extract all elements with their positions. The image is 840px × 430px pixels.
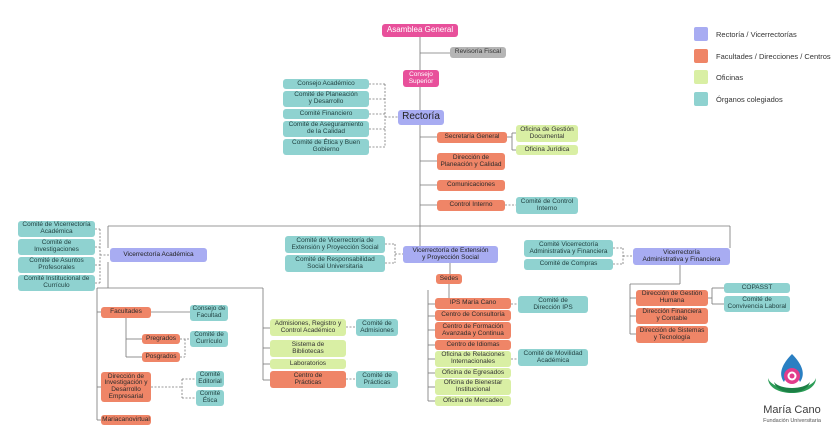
consejo-superior-node: Consejo Superior [403, 70, 439, 87]
oficina-mercadeo-node: Oficina de Mercadeo [435, 396, 511, 406]
sistema-bibliotecas-node: Sistema de Bibliotecas [270, 340, 346, 357]
comite-asuntos-profesorales-node: Comité de Asuntos Profesorales [18, 257, 95, 273]
comite-investigaciones-node: Comité de Investigaciones [18, 239, 95, 255]
comite-admisiones-node: Comité de Admisiones [356, 319, 398, 336]
comite-control-interno-node: Comité de Control Interno [516, 197, 578, 214]
ips-maria-cano-node: IPS María Cano [435, 298, 511, 309]
oficina-gestion-documental-node: Oficina de Gestión Documental [516, 125, 578, 142]
legend-swatch-facultades [694, 49, 708, 63]
comite-etica-node: Comité Ética [196, 390, 224, 406]
secretaria-general-node: Secretaría General [437, 132, 507, 143]
comite-convivencia-node: Comité de Convivencia Laboral [724, 296, 790, 312]
comite-compras-node: Comité de Compras [524, 259, 613, 270]
comite-aseguramiento-node: Comité de Aseguramiento de la Calidad [283, 121, 369, 137]
comite-etica-gobierno-node: Comité de Ética y Buen Gobierno [283, 139, 369, 155]
pregrados-node: Pregrados [142, 334, 180, 344]
asamblea-general-node: Asamblea General [382, 24, 458, 37]
oficina-juridica-node: Oficina Jurídica [516, 145, 578, 155]
centro-formacion-node: Centro de Formación Avanzada y Continua [435, 322, 511, 339]
comite-curriculo-node: Comité de Currículo [190, 331, 228, 347]
vicerrectoria-administrativa-node: Vicerrectoría Administrativa y Financier… [633, 248, 730, 265]
comite-vic-administrativa-node: Comité Vicerrectoría Administrativa y Fi… [524, 240, 613, 257]
logo-title: María Cano [763, 404, 821, 416]
comite-vic-extension-node: Comité de Vicerrectoría de Extensión y P… [285, 236, 385, 253]
comite-vic-academica-node: Comité de Vicerrectoría Académica [18, 221, 95, 237]
logo-emblem-icon [768, 354, 816, 393]
facultades-node: Facultades [101, 307, 151, 318]
mariacanovirtual-node: Mariacanovirtual [101, 415, 151, 425]
oficina-relaciones-node: Oficina de Relaciones Internacionales [435, 351, 511, 367]
legend-swatch-oficinas [694, 70, 708, 84]
legend-label-rectoria: Rectoría / Vicerrectorías [716, 30, 797, 39]
comite-editorial-node: Comité Editorial [196, 371, 224, 387]
sedes-node: Sedes [436, 274, 462, 284]
maria-cano-logo: María Cano Fundación Universitaria [752, 352, 832, 428]
direccion-planeacion-node: Dirección de Planeación y Calidad [437, 153, 505, 170]
legend-swatch-organos [694, 92, 708, 106]
consejo-facultad-node: Consejo de Facultad [190, 305, 228, 321]
comite-responsabilidad-social-node: Comité de Responsabilidad Social Univers… [285, 255, 385, 272]
control-interno-node: Control Interno [437, 200, 505, 211]
copasst-node: COPASST [724, 283, 790, 293]
centro-idiomas-node: Centro de Idiomas [435, 340, 511, 350]
comite-planeacion-node: Comité de Planeación y Desarrollo [283, 91, 369, 107]
revisoria-fiscal-node: Revisoría Fiscal [450, 47, 506, 58]
comite-movilidad-node: Comité de Movilidad Académica [518, 349, 588, 366]
legend-swatch-rectoria [694, 27, 708, 41]
oficina-egresados-node: Oficina de Egresados [435, 368, 511, 378]
comite-institucional-curriculo-node: Comité Institucional de Currículo [18, 275, 95, 291]
rectoria-node: Rectoría [398, 110, 444, 125]
legend-label-organos: Órganos colegiados [716, 95, 783, 104]
admisiones-node: Admisiones, Registro y Control Académico [270, 319, 346, 336]
legend-label-facultades: Facultades / Direcciones / Centros [716, 52, 831, 61]
direccion-sistemas-node: Dirección de Sistemas y Tecnología [636, 326, 708, 343]
direccion-investigacion-node: Dirección de Investigación y Desarrollo … [101, 372, 151, 402]
oficina-bienestar-node: Oficina de Bienestar Institucional [435, 379, 511, 395]
laboratorios-node: Laboratorios [270, 359, 346, 369]
comite-practicas-node: Comité de Prácticas [356, 371, 398, 388]
direccion-gestion-humana-node: Dirección de Gestión Humana [636, 290, 708, 306]
logo-subtitle: Fundación Universitaria [763, 418, 821, 424]
vicerrectoria-academica-node: Vicerrectoría Académica [110, 248, 207, 262]
comunicaciones-node: Comunicaciones [437, 180, 505, 191]
direccion-financiera-node: Dirección Financiera y Contable [636, 308, 708, 324]
legend-label-oficinas: Oficinas [716, 73, 744, 82]
consejo-academico-node: Consejo Académico [283, 79, 369, 89]
centro-practicas-node: Centro de Prácticas [270, 371, 346, 388]
comite-direccion-ips-node: Comité de Dirección IPS [518, 296, 588, 313]
posgrados-node: Posgrados [142, 352, 180, 362]
centro-consultoria-node: Centro de Consultoría [435, 310, 511, 321]
vicerrectoria-extension-node: Vicerrectoría de Extensión y Proyección … [403, 246, 498, 263]
comite-financiero-node: Comité Financiero [283, 109, 369, 119]
